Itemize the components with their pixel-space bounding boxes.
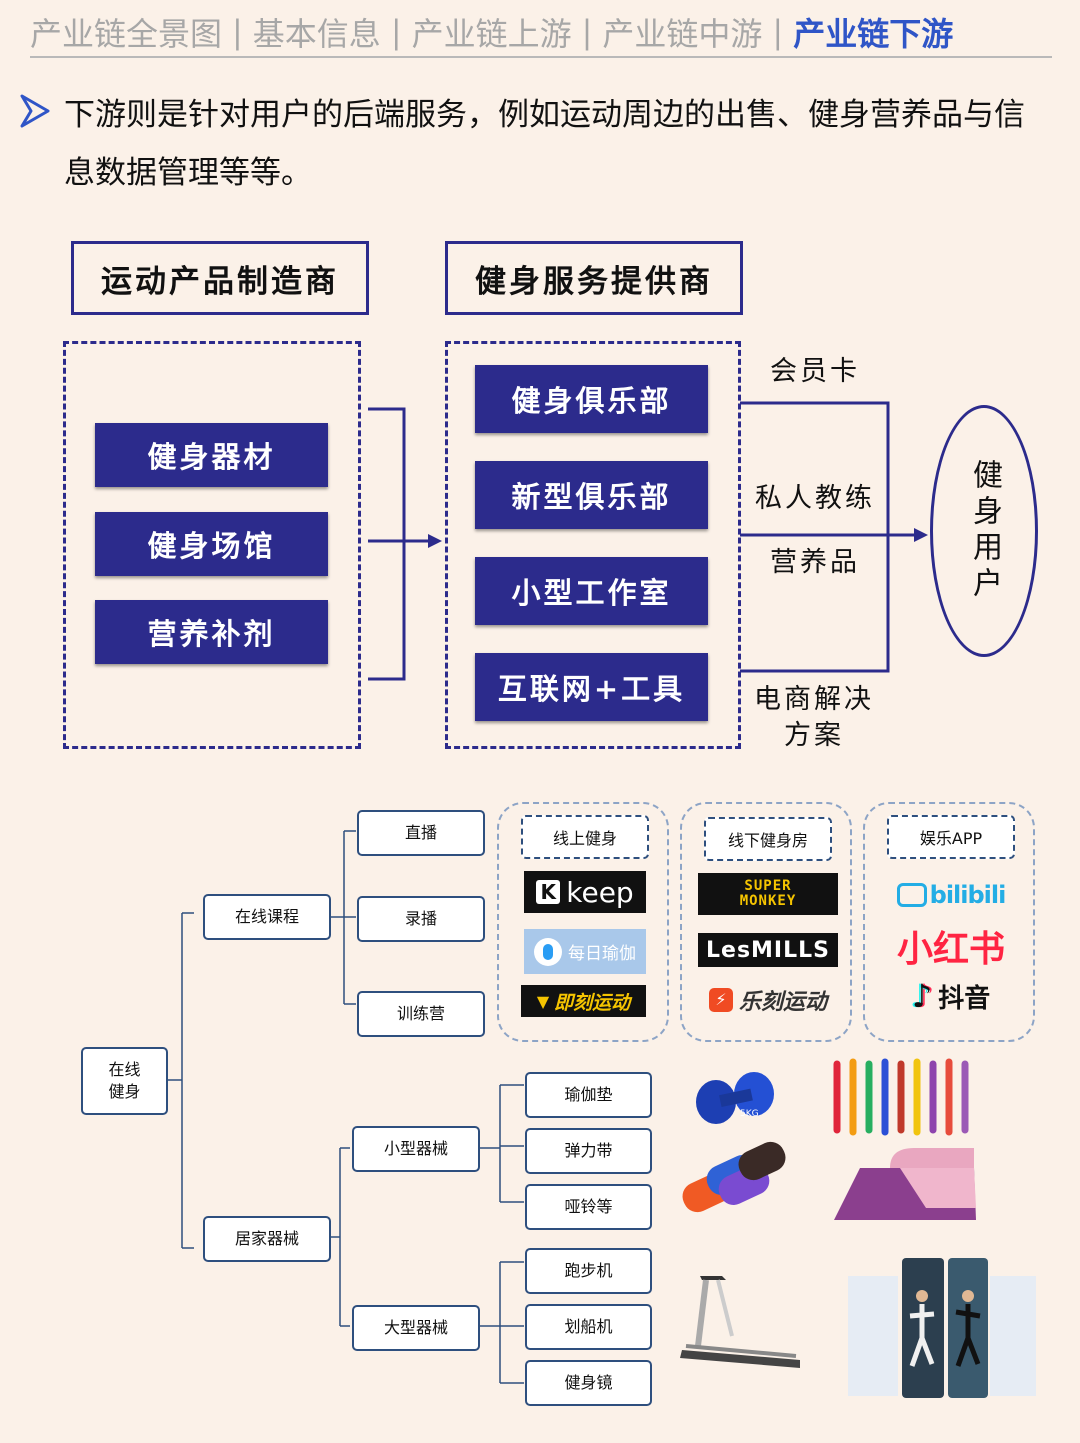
- tree-leaf-resistance-band: 弹力带: [525, 1128, 652, 1174]
- provider-dashed-group: [445, 341, 741, 749]
- group-title-offline-gym: 线下健身房: [704, 817, 832, 861]
- nav-separator: |: [390, 13, 402, 51]
- provider-header: 健身服务提供商: [445, 241, 743, 315]
- dumbbell-image: 5KG: [696, 1072, 774, 1124]
- provider-item-studio: 小型工作室: [475, 557, 708, 625]
- logo-bilibili-text: bilibili: [929, 881, 1007, 909]
- section-nav: 产业链全景图 | 基本信息 | 产业链上游 | 产业链中游 | 产业链下游: [30, 8, 1052, 58]
- logo-leke-sport: ⚡ 乐刻运动: [698, 982, 838, 1018]
- manufacturer-item-supplement: 营养补剂: [95, 600, 328, 664]
- service-label-membership: 会员卡: [770, 356, 860, 387]
- logo-bilibili: bilibili: [890, 873, 1012, 917]
- logo-lesmills: LesMILLS: [698, 933, 838, 967]
- logo-daily-yoga: 每日瑜伽: [524, 929, 646, 974]
- daily-yoga-icon: [534, 937, 562, 966]
- tree-leaf-rowing-machine: 划船机: [525, 1304, 652, 1350]
- jike-sport-icon: ▼: [536, 991, 550, 1011]
- manufacturer-item-equipment: 健身器材: [95, 423, 328, 487]
- group-title-entertainment-app: 娱乐APP: [887, 815, 1015, 859]
- provider-item-internet-tools: 互联网+工具: [475, 653, 708, 721]
- manufacturer-dashed-group: [63, 341, 361, 749]
- arrow-bullet-icon: [20, 94, 50, 128]
- service-label-ecommerce: 电商解决方案: [754, 684, 874, 751]
- logo-xiaohongshu: 小红书: [890, 922, 1012, 970]
- intro-paragraph: 下游则是针对用户的后端服务，例如运动周边的出售、健身营养品与信息数据管理等等。: [64, 97, 1025, 191]
- nav-item-midstream[interactable]: 产业链中游: [602, 15, 763, 53]
- nav-separator: |: [232, 13, 243, 51]
- nav-item-downstream[interactable]: 产业链下游: [793, 15, 954, 53]
- provider-item-new-club: 新型俱乐部: [475, 461, 708, 529]
- logo-super-monkey: SUPER MONKEY: [698, 873, 838, 915]
- nav-item-upstream[interactable]: 产业链上游: [411, 15, 572, 53]
- group-title-online-fitness: 线上健身: [521, 815, 649, 859]
- resistance-band-image: [833, 1058, 969, 1136]
- douyin-note-icon: ♪: [911, 977, 933, 1015]
- logo-jike-sport: ▼ 即刻运动: [521, 985, 646, 1017]
- keep-k-icon: K: [536, 880, 561, 904]
- manufacturer-header: 运动产品制造商: [71, 241, 369, 315]
- yoga-mat-image: [834, 1148, 976, 1220]
- treadmill-image: [680, 1276, 800, 1368]
- nav-separator: |: [772, 13, 784, 51]
- fitness-mirror-image: [848, 1258, 1036, 1398]
- fitness-user-oval: 健身用户: [930, 405, 1038, 657]
- nav-item-basic-info[interactable]: 基本信息: [252, 15, 381, 53]
- leke-bolt-icon: ⚡: [708, 988, 733, 1012]
- service-label-nutrition: 营养品: [770, 547, 860, 578]
- tree-leaf-treadmill: 跑步机: [525, 1248, 652, 1294]
- foam-roller-image: [682, 1141, 786, 1213]
- logo-lesmills-text: LesMILLS: [706, 937, 830, 963]
- tree-node-small-equipment: 小型器械: [352, 1126, 480, 1172]
- tree-node-home-equipment: 居家器械: [203, 1216, 331, 1262]
- tree-leaf-yoga-mat: 瑜伽垫: [525, 1072, 652, 1118]
- tree-root-label: 在线健身: [108, 1060, 141, 1101]
- tree-leaf-fitness-mirror: 健身镜: [525, 1360, 652, 1406]
- tree-leaf-dumbbell: 哑铃等: [525, 1184, 652, 1230]
- logo-douyin-text: 抖音: [938, 983, 991, 1014]
- logo-keep: K keep: [524, 871, 646, 913]
- nav-item-panorama[interactable]: 产业链全景图: [30, 15, 223, 53]
- logo-keep-text: keep: [566, 875, 634, 909]
- dumbbell-weight-label: 5KG: [740, 1109, 759, 1119]
- logo-douyin: ♪ 抖音: [892, 975, 1010, 1017]
- manufacturer-item-venue: 健身场馆: [95, 512, 328, 576]
- group-offline-gym: [680, 802, 852, 1042]
- tree-node-large-equipment: 大型器械: [352, 1305, 480, 1351]
- tree-leaf-recorded: 录播: [357, 896, 485, 942]
- provider-item-club: 健身俱乐部: [475, 365, 708, 433]
- logo-leke-sport-text: 乐刻运动: [738, 990, 827, 1015]
- logo-super-monkey-text: SUPER MONKEY: [739, 878, 797, 909]
- tree-leaf-bootcamp: 训练营: [357, 991, 485, 1037]
- service-label-personal-trainer: 私人教练: [755, 483, 875, 514]
- tree-node-online-course: 在线课程: [203, 894, 331, 940]
- tree-root-online-fitness: 在线健身: [81, 1047, 168, 1115]
- tree-leaf-live: 直播: [357, 810, 485, 856]
- nav-separator: |: [581, 13, 593, 51]
- logo-jike-sport-text: 即刻运动: [554, 991, 631, 1014]
- logo-daily-yoga-text: 每日瑜伽: [568, 944, 636, 964]
- bilibili-tv-icon: [896, 883, 927, 907]
- group-entertainment-app: [863, 802, 1035, 1042]
- fitness-user-label: 健身用户: [967, 459, 1002, 603]
- group-online-fitness: [497, 802, 669, 1042]
- logo-xiaohongshu-text: 小红书: [896, 929, 1005, 970]
